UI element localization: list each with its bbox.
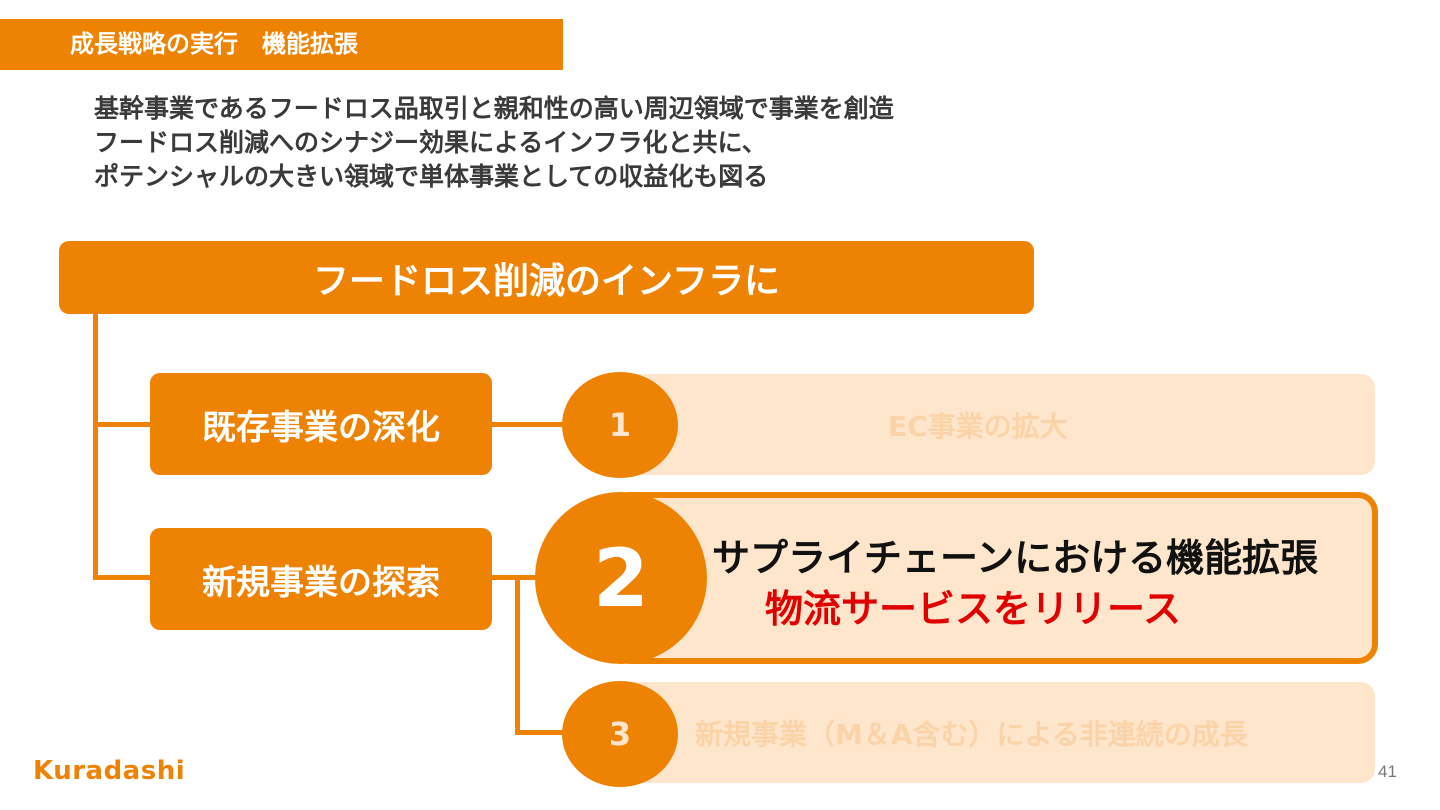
category-existing-business: 既存事業の深化 — [150, 373, 492, 475]
connector-item-3 — [515, 730, 572, 735]
section-title: 成長戦略の実行 機能拡張 — [70, 30, 358, 58]
item-1-pill: EC事業の拡大 — [610, 374, 1375, 475]
company-logo: Kuradashi — [33, 756, 186, 786]
item-2-pill — [610, 492, 1378, 664]
item-3-pill: 新規事業（M＆A含む）による非連続の成長 — [610, 682, 1375, 783]
page-number: 41 — [1378, 762, 1397, 781]
connector-vertical-new — [515, 575, 520, 735]
item-2-title: サプライチェーンにおける機能拡張 — [712, 536, 1319, 580]
item-1-text: EC事業の拡大 — [888, 409, 1068, 443]
item-3-number-badge: 3 — [562, 681, 678, 787]
item-2-highlight: 物流サービスをリリース — [765, 587, 1182, 631]
item-1-number: 1 — [608, 406, 632, 444]
item-3-number: 3 — [608, 715, 632, 753]
item-1-number-badge: 1 — [562, 372, 678, 478]
category-label: 既存事業の深化 — [202, 407, 440, 448]
category-new-business: 新規事業の探索 — [150, 528, 492, 630]
intro-text: 基幹事業であるフードロス品取引と親和性の高い周辺領域で事業を創造 フードロス削減… — [94, 92, 1054, 194]
intro-line: フードロス削減へのシナジー効果によるインフラ化と共に、 — [94, 128, 767, 157]
main-banner-text: フードロス削減のインフラに — [313, 260, 780, 302]
connector-item-1 — [492, 422, 572, 427]
connector-vertical-main — [93, 314, 98, 580]
item-2-number: 2 — [593, 531, 649, 625]
item-2-number-badge: 2 — [535, 492, 707, 664]
category-label: 新規事業の探索 — [202, 562, 440, 603]
main-banner: フードロス削減のインフラに — [59, 241, 1034, 314]
section-header: 成長戦略の実行 機能拡張 — [0, 19, 563, 70]
intro-line: ポテンシャルの大きい領域で単体事業としての収益化も図る — [94, 162, 769, 191]
connector-branch-new — [93, 575, 150, 580]
connector-branch-existing — [93, 422, 150, 427]
item-3-text: 新規事業（M＆A含む）による非連続の成長 — [695, 717, 1248, 751]
intro-line: 基幹事業であるフードロス品取引と親和性の高い周辺領域で事業を創造 — [94, 94, 894, 123]
